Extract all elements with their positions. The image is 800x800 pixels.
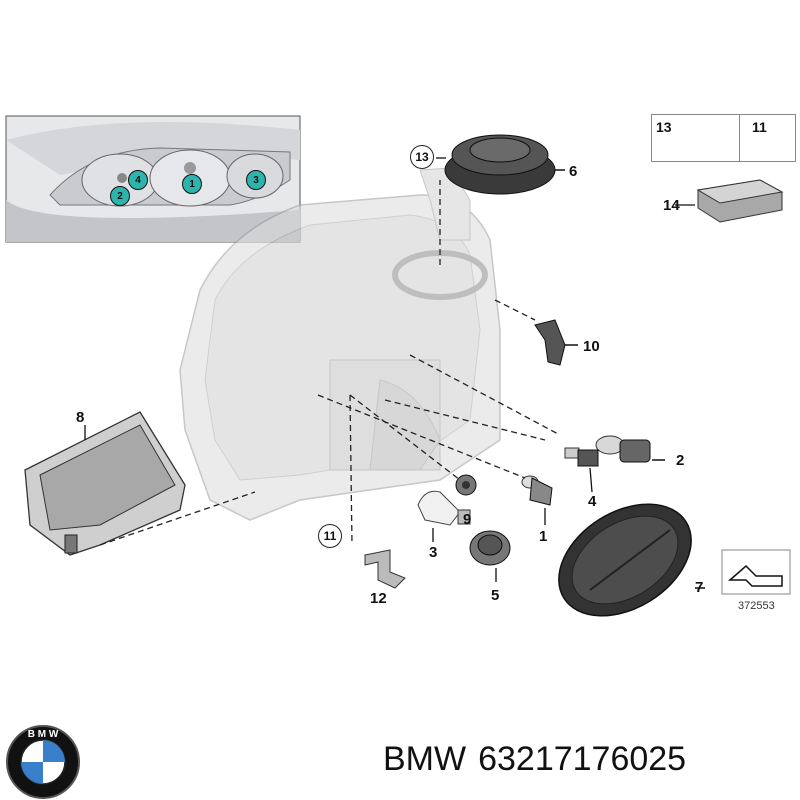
- inset-badge-1: 1: [182, 174, 202, 194]
- inset-badge-3: 3: [246, 170, 266, 190]
- inset-badge-2: 2: [110, 186, 130, 206]
- caption-part-number: 63217176025: [478, 740, 687, 778]
- box-14-illustration: [696, 179, 784, 223]
- part-10-clip: [534, 319, 578, 366]
- callout-10: 10: [583, 338, 600, 355]
- diagram-reference-number: 372553: [738, 600, 775, 612]
- callout-3: 3: [429, 544, 438, 561]
- callout-4: 4: [588, 493, 597, 510]
- callout-2: 2: [676, 452, 685, 469]
- part-caption: BMW 63217176025: [383, 740, 698, 779]
- caption-brand: BMW: [383, 740, 467, 778]
- bmw-logo-icon: B M W: [6, 725, 80, 799]
- box-label-11: 11: [752, 119, 767, 135]
- box-label-13: 13: [656, 119, 672, 135]
- callout-9: 9: [463, 511, 472, 528]
- callout-14: 14: [663, 197, 680, 214]
- circled-callout-11: 11: [318, 524, 342, 548]
- callout-5: 5: [491, 587, 500, 604]
- svg-text:B M W: B M W: [28, 729, 59, 740]
- callout-leaders: [84, 157, 695, 440]
- callout-7: 7: [695, 579, 704, 596]
- headlamp-housing: [179, 167, 501, 521]
- reference-arrow-icon: [721, 549, 791, 595]
- part-7-cover: [558, 503, 705, 617]
- leader-lines: [99, 180, 561, 546]
- part-12-clip: [364, 549, 406, 589]
- part-6-cap: [444, 134, 565, 195]
- part-1-bulb: [521, 475, 553, 525]
- inset-badge-4: 4: [128, 170, 148, 190]
- part-2-bulb: [595, 435, 665, 463]
- part-9-grommet: [455, 474, 477, 496]
- part-5-socket: [469, 530, 511, 582]
- circled-callout-13: 13: [410, 145, 434, 169]
- callout-8: 8: [76, 409, 85, 426]
- part-8-bracket: [24, 411, 186, 556]
- callout-12: 12: [370, 590, 387, 607]
- callout-6: 6: [569, 163, 578, 180]
- callout-1: 1: [539, 528, 548, 545]
- part-4-bulb: [564, 447, 599, 493]
- box-part-13: [651, 114, 741, 162]
- box-part-11: [739, 114, 796, 162]
- part-3-bulb: [417, 490, 471, 542]
